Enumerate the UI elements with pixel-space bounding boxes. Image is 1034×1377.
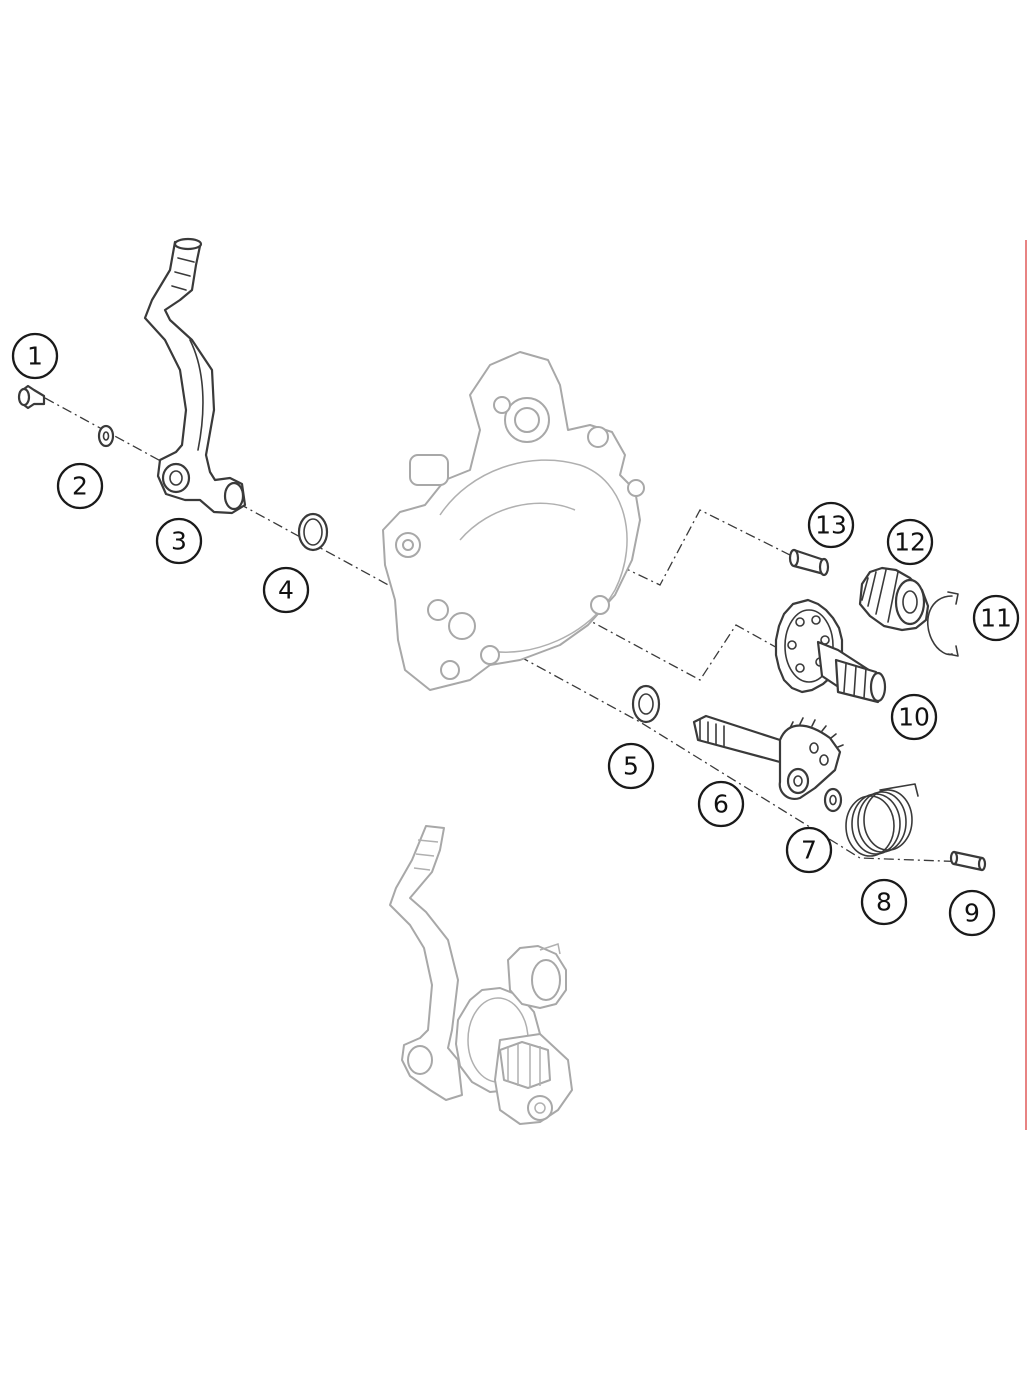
svg-text:13: 13 [815,511,847,540]
part-5-thrust-washer [631,684,661,724]
part-9-pin [949,850,987,872]
callout-2: 2 [56,462,104,510]
callout-10: 10 [890,693,938,741]
part-10-intermediate-gear [774,598,887,704]
assembled-view [389,825,573,1125]
part-2-washer [97,424,115,448]
part-7-small-washer [823,787,843,813]
part-1-bolt [17,384,46,410]
part-12-kick-gear [858,566,930,632]
svg-text:9: 9 [964,899,980,928]
callout-13: 13 [807,501,855,549]
svg-text:5: 5 [623,752,639,781]
svg-text:2: 2 [72,472,88,501]
callout-3: 3 [155,517,203,565]
part-8-torsion-spring [845,783,919,857]
part-11-circlip [927,591,959,657]
part-6-kick-shaft [692,714,844,800]
engine-housing [382,351,645,691]
callout-6: 6 [697,780,745,828]
callout-1: 1 [11,332,59,380]
callout-labels: 1 2 3 4 5 6 7 8 [11,332,1020,937]
svg-text:11: 11 [980,604,1012,633]
svg-text:1: 1 [27,342,43,371]
svg-text:4: 4 [278,576,294,605]
callout-7: 7 [785,826,833,874]
callout-5: 5 [607,742,655,790]
callout-4: 4 [262,566,310,614]
callout-8: 8 [860,878,908,926]
svg-text:12: 12 [894,528,926,557]
callout-12: 12 [886,518,934,566]
svg-text:3: 3 [171,527,187,556]
part-3-kick-lever [143,237,247,515]
callout-11: 11 [972,594,1020,642]
svg-text:6: 6 [713,790,729,819]
svg-text:7: 7 [801,836,817,865]
svg-text:8: 8 [876,888,892,917]
svg-text:10: 10 [898,703,930,732]
part-13-dowel-pin [788,548,830,577]
callout-9: 9 [948,889,996,937]
part-4-seal-ring [297,512,329,552]
